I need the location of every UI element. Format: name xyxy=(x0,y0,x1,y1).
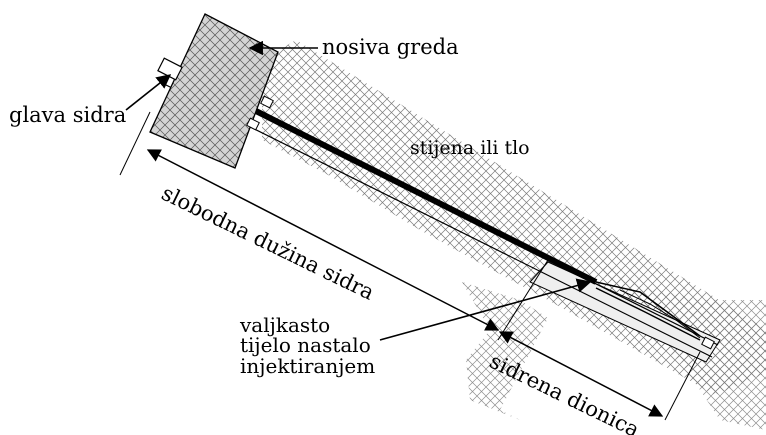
label-valjkasto: valjkasto xyxy=(239,313,330,337)
label-glava-sidra: glava sidra xyxy=(9,103,126,127)
anchor-section-tick xyxy=(664,351,701,421)
label-stijena-ili-tlo: stijena ili tlo xyxy=(410,137,530,159)
label-tijelo-nastalo: tijelo nastalo xyxy=(240,333,371,357)
load-beam xyxy=(149,13,279,169)
glava-sidra-leader xyxy=(125,74,172,111)
free-length-tick xyxy=(119,111,151,176)
label-nosiva-greda: nosiva greda xyxy=(322,35,459,59)
anchor-head xyxy=(157,57,274,131)
label-slobodna-duzina-sidra: slobodna dužina sidra xyxy=(158,181,378,305)
free-length-dimension xyxy=(146,149,500,331)
label-injektiranjem: injektiranjem xyxy=(240,354,375,378)
valjkasto-leader xyxy=(379,278,592,341)
anchor-section-dimension xyxy=(498,331,664,417)
